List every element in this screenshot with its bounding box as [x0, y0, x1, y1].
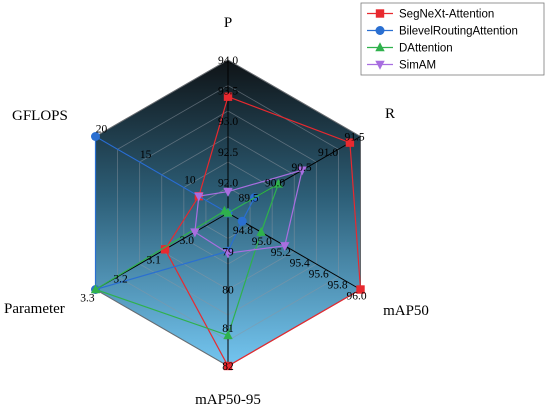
data-point-marker [190, 228, 200, 238]
tick-labels: 92.0 92.5 93.0 93.5 94.0 89.5 90.0 90.5 91.0 91.5… [80, 55, 367, 373]
tick-label: 90.5 [291, 162, 311, 174]
tick-label: 95.2 [271, 247, 291, 259]
data-point-marker [223, 361, 233, 371]
tick-label: 92.0 [218, 177, 238, 189]
tick-label: 3.2 [113, 273, 128, 285]
legend-item: BilevelRoutingAttention [367, 26, 518, 38]
data-point-marker [223, 92, 233, 101]
data-point-marker [223, 330, 233, 340]
data-point-marker [90, 132, 100, 141]
tick-label: 95.6 [309, 269, 329, 281]
tick-label: 91.0 [318, 147, 338, 159]
legend-marker [375, 42, 385, 52]
axis-title-gflops: GFLOPS [12, 108, 68, 124]
series-layer [90, 92, 365, 371]
tick-label: 79 [222, 246, 234, 258]
tick-label: 20 [96, 124, 108, 136]
tick-label: 3.1 [147, 254, 162, 266]
tick-label: 91.5 [344, 132, 364, 144]
data-point-marker [237, 216, 247, 226]
legend-marker [375, 26, 385, 35]
data-point-marker [256, 226, 266, 236]
data-point-marker [280, 242, 290, 251]
legend-label: SegNeXt-Attention [399, 9, 494, 21]
legend-label: SimAM [399, 60, 436, 72]
axis-title-r: R [385, 106, 395, 122]
legend-marker [375, 9, 385, 18]
axis-title-p: P [224, 15, 232, 31]
tick-label: 96.0 [346, 291, 366, 303]
legend-label: BilevelRoutingAttention [399, 26, 518, 38]
tick-label: 82 [222, 361, 234, 373]
data-point-marker [223, 187, 233, 197]
legend-marker [375, 60, 385, 70]
data-point-marker [356, 285, 365, 294]
tick-label: 89.5 [238, 193, 258, 205]
data-point-marker [160, 245, 170, 254]
series-dattention [90, 178, 284, 340]
data-point-marker [297, 166, 307, 176]
tick-label: 3.0 [180, 235, 195, 247]
data-point-marker [345, 138, 355, 147]
legend-box [360, 2, 545, 76]
tick-label: 94.8 [233, 225, 253, 237]
legend: SegNeXt-AttentionBilevelRoutingAttention… [360, 2, 545, 76]
tick-label: 94.0 [218, 55, 238, 67]
tick-label: 15 [140, 149, 152, 161]
axis-title-map50: mAP50 [383, 303, 429, 319]
legend-item: DAttention [367, 42, 453, 55]
series-simam [190, 166, 307, 259]
tick-label: 95.4 [290, 258, 310, 270]
tick-label: 90.0 [265, 177, 285, 189]
data-point-marker [90, 284, 101, 294]
data-point-marker [219, 205, 230, 215]
tick-label: 81 [222, 323, 234, 335]
tick-label: 80 [222, 285, 234, 297]
tick-label: 93.0 [218, 116, 238, 128]
data-point-marker [273, 178, 284, 188]
tick-label: 92.5 [218, 147, 238, 159]
spoke-map50 [227, 212, 361, 290]
tick-label: 93.5 [218, 86, 238, 98]
tick-label: 10 [184, 175, 196, 187]
legend-item: SimAM [367, 60, 436, 72]
data-point-marker [194, 192, 204, 202]
tick-label: 95.0 [252, 236, 272, 248]
tick-label: 95.8 [328, 280, 348, 292]
legend-label: DAttention [399, 43, 453, 55]
axis-title-parameter: Parameter [4, 301, 65, 317]
tick-label: 3.3 [80, 293, 95, 305]
data-point-marker [223, 249, 233, 259]
legend-item: SegNeXt-Attention [367, 9, 494, 21]
axis-title-map50-95: mAP50-95 [195, 392, 261, 408]
